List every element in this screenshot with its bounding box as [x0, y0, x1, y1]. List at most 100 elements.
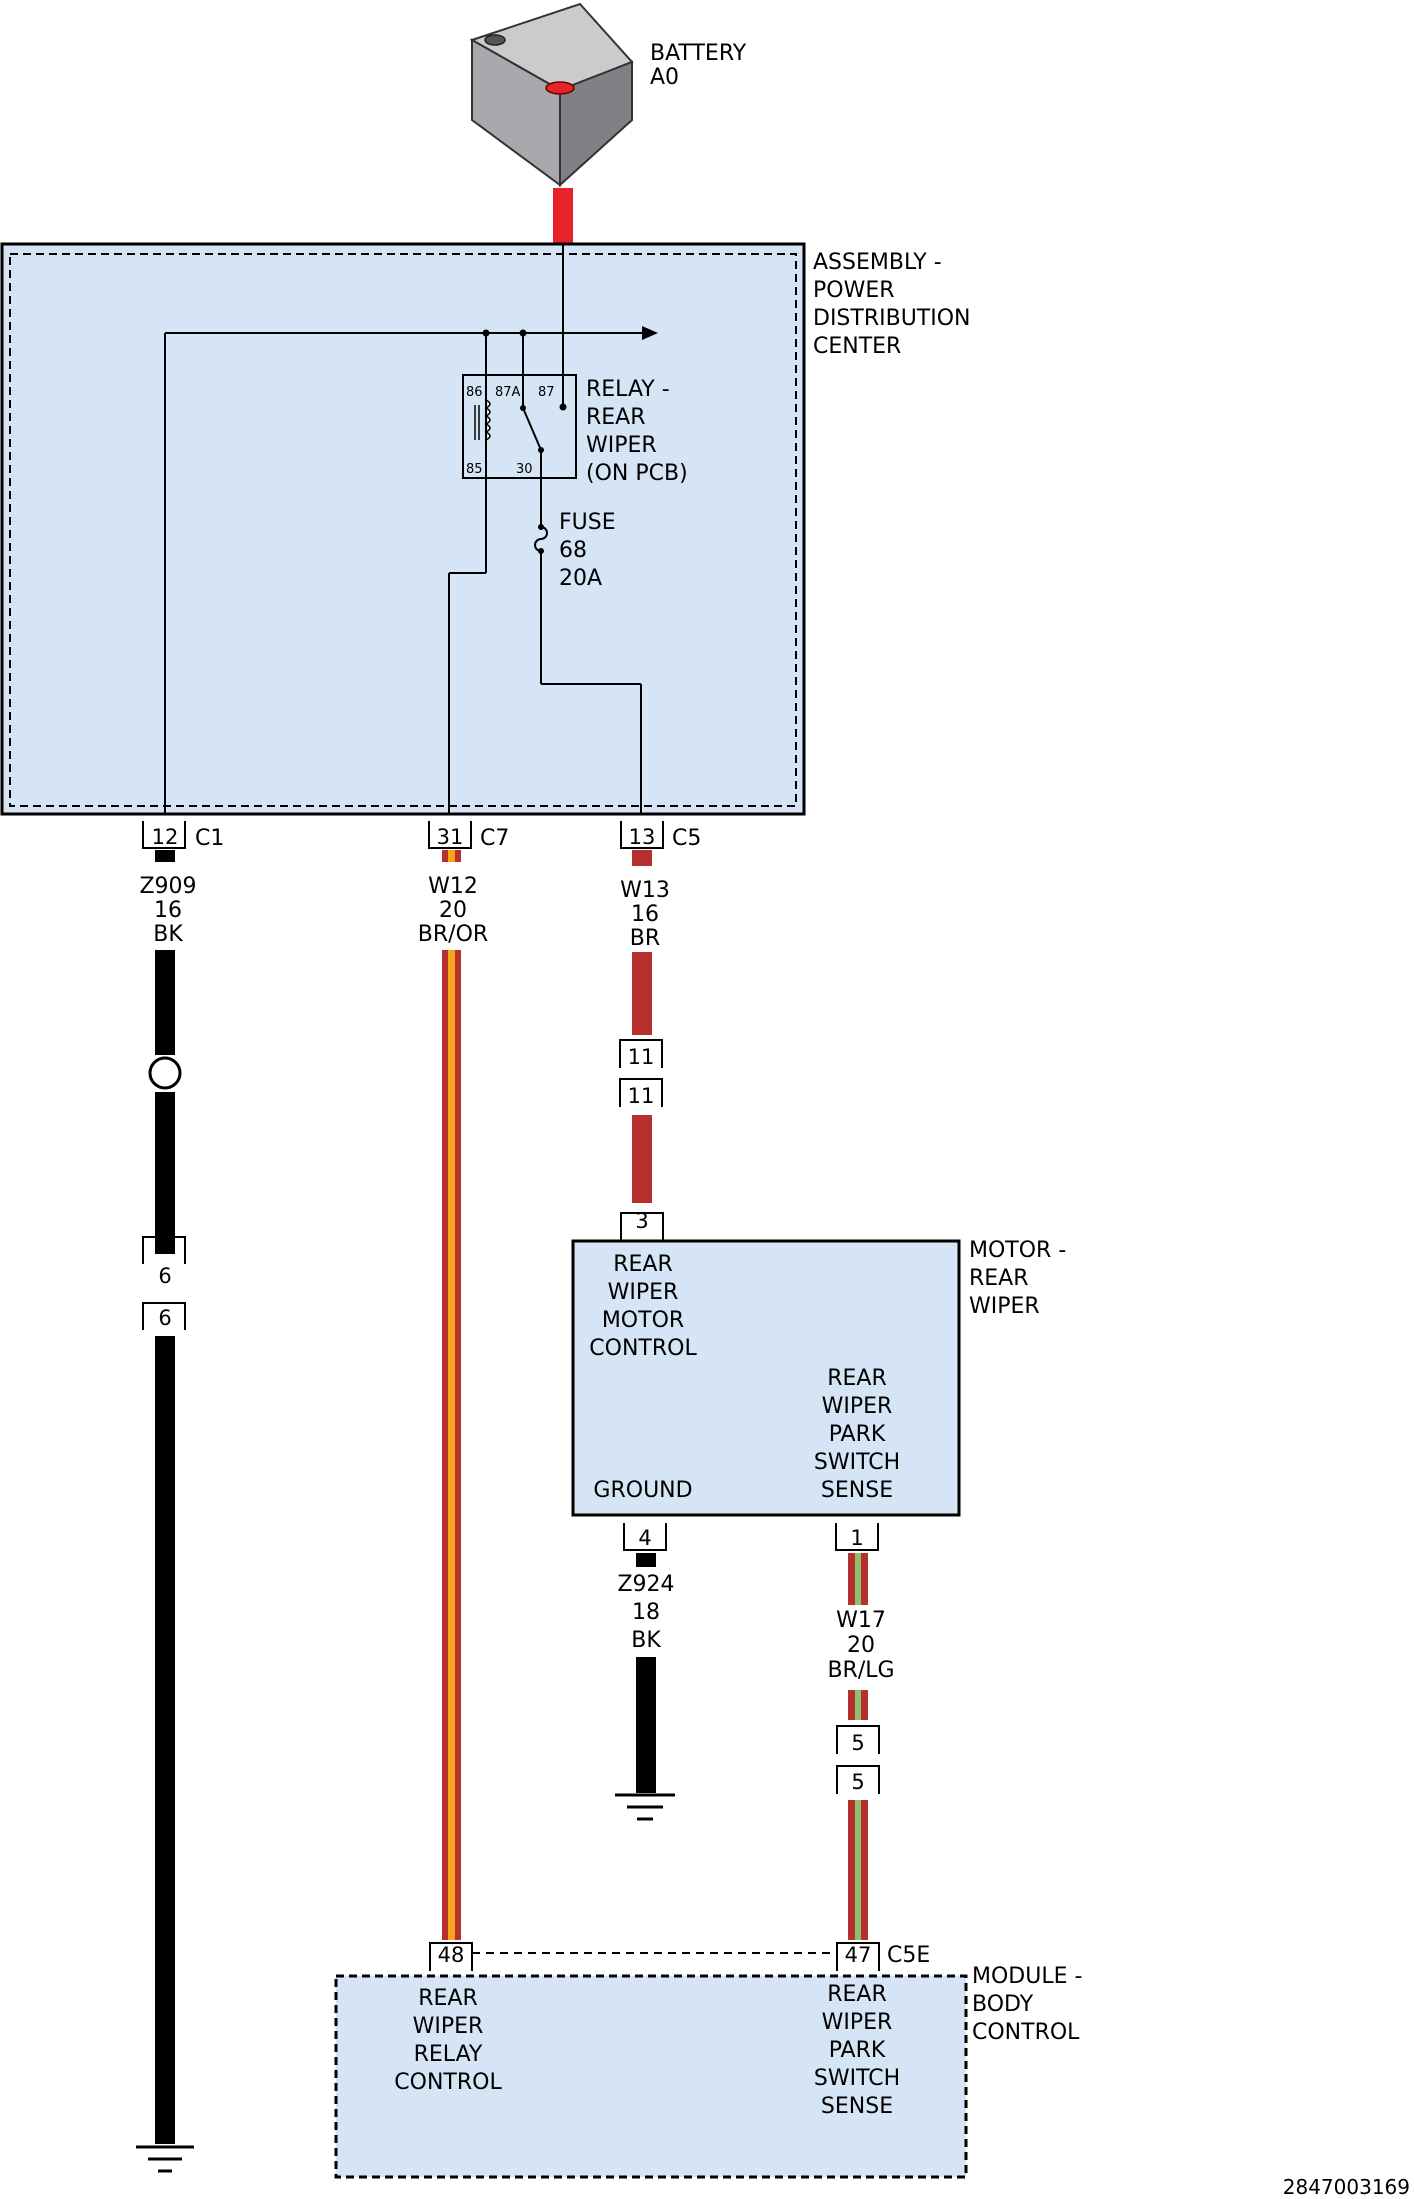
svg-text:C5: C5 — [672, 826, 701, 851]
wire-w13-label: W13 16 BR — [620, 878, 670, 951]
wire-z909-label: Z909 16 BK — [139, 874, 196, 947]
connector-c5: 13 C5 — [620, 821, 701, 851]
wire-w17-label: W17 20 BR/LG — [827, 1608, 894, 1683]
bcm-pin-47: 47 C5E — [836, 1942, 930, 1971]
svg-text:C5E: C5E — [887, 1943, 930, 1968]
motor-label: MOTOR - REAR WIPER — [969, 1238, 1066, 1319]
svg-text:REAR: REAR — [613, 1252, 673, 1277]
svg-text:CONTROL: CONTROL — [394, 2070, 502, 2095]
relay-label: RELAY - REAR WIPER (ON PCB) — [586, 377, 688, 486]
bcm-park-function: REAR WIPER PARK SWITCH SENSE — [814, 1982, 900, 2119]
svg-text:SENSE: SENSE — [821, 1478, 893, 1503]
bcm-pin-48: 48 — [429, 1942, 473, 1971]
svg-text:CONTROL: CONTROL — [589, 1336, 697, 1361]
svg-text:5: 5 — [851, 1770, 864, 1794]
svg-text:WIPER: WIPER — [608, 1280, 679, 1305]
svg-text:Z924: Z924 — [617, 1572, 674, 1597]
svg-text:SWITCH: SWITCH — [814, 2066, 900, 2091]
svg-text:12: 12 — [152, 825, 179, 849]
svg-text:C7: C7 — [480, 826, 509, 851]
battery-feed-wire — [553, 188, 573, 244]
svg-text:18: 18 — [632, 1600, 660, 1625]
svg-text:ASSEMBLY -: ASSEMBLY - — [813, 250, 942, 275]
svg-text:REAR: REAR — [586, 405, 646, 430]
wire-w13 — [632, 850, 652, 1203]
svg-text:31: 31 — [437, 825, 464, 849]
svg-text:PARK: PARK — [829, 2038, 886, 2063]
wire-z909 — [155, 850, 175, 2144]
svg-text:WIPER: WIPER — [969, 1294, 1040, 1319]
figure-id: 2847003169 — [1283, 2175, 1410, 2199]
battery-icon — [469, 2, 634, 188]
battery-name: BATTERY — [650, 41, 747, 66]
pdc-inner-border — [9, 253, 797, 807]
splice-circle — [148, 1056, 182, 1090]
motor-pin-1: 1 — [835, 1523, 879, 1551]
svg-text:WIPER: WIPER — [822, 2010, 893, 2035]
svg-text:BK: BK — [631, 1628, 661, 1653]
svg-text:W13: W13 — [620, 878, 670, 903]
inline-connector-5: 5 5 — [836, 1725, 880, 1794]
svg-text:REAR: REAR — [827, 1982, 887, 2007]
pdc-internal-wiring — [164, 244, 645, 814]
relay-pin-87a: 87A — [495, 385, 521, 400]
svg-text:REAR: REAR — [827, 1366, 887, 1391]
svg-text:(ON PCB): (ON PCB) — [586, 461, 688, 486]
relay-coil-icon — [474, 399, 491, 441]
svg-text:REAR: REAR — [969, 1266, 1029, 1291]
svg-text:SWITCH: SWITCH — [814, 1450, 900, 1475]
svg-text:68: 68 — [559, 538, 587, 563]
motor-box — [571, 1239, 961, 1517]
svg-text:47: 47 — [845, 1943, 872, 1967]
motor-pin-3: 3 — [620, 1209, 664, 1241]
splice-dots — [482, 329, 567, 554]
svg-text:RELAY -: RELAY - — [586, 377, 670, 402]
svg-text:11: 11 — [628, 1084, 655, 1108]
pdc-label: ASSEMBLY - POWER DISTRIBUTION CENTER — [813, 250, 971, 359]
svg-text:MOTOR: MOTOR — [602, 1308, 684, 1333]
svg-text:PARK: PARK — [829, 1422, 886, 1447]
wire-w12 — [442, 850, 461, 1940]
inline-connector-11: 11 11 — [619, 1039, 663, 1108]
bcm-label: MODULE - BODY CONTROL — [972, 1964, 1082, 2045]
motor-park-function: REAR WIPER PARK SWITCH SENSE — [814, 1366, 900, 1503]
svg-text:WIPER: WIPER — [586, 433, 657, 458]
svg-text:6: 6 — [158, 1306, 171, 1330]
wire-w12-label: W12 20 BR/OR — [418, 874, 488, 947]
motor-control-function: REAR WIPER MOTOR CONTROL — [589, 1252, 697, 1361]
wire-w17 — [848, 1553, 868, 1940]
svg-text:DISTRIBUTION: DISTRIBUTION — [813, 306, 971, 331]
svg-text:POWER: POWER — [813, 278, 895, 303]
svg-text:MODULE -: MODULE - — [972, 1964, 1082, 1989]
bcm-relay-function: REAR WIPER RELAY CONTROL — [394, 1986, 502, 2095]
wire-z924 — [636, 1553, 656, 1793]
svg-text:BR/LG: BR/LG — [827, 1658, 894, 1683]
svg-text:5: 5 — [851, 1731, 864, 1755]
svg-text:WIPER: WIPER — [822, 1394, 893, 1419]
svg-text:FUSE: FUSE — [559, 510, 616, 535]
svg-text:1: 1 — [850, 1526, 863, 1550]
svg-text:13: 13 — [629, 825, 656, 849]
wire-z924-label: Z924 18 BK — [617, 1572, 674, 1653]
relay-pin-87: 87 — [538, 385, 555, 400]
svg-text:3: 3 — [635, 1209, 648, 1233]
svg-text:W17: W17 — [836, 1608, 886, 1633]
svg-text:W12: W12 — [428, 874, 478, 899]
svg-text:WIPER: WIPER — [413, 2014, 484, 2039]
battery-id: A0 — [650, 65, 679, 90]
svg-text:C1: C1 — [195, 826, 224, 851]
svg-text:CONTROL: CONTROL — [972, 2020, 1080, 2045]
svg-text:6: 6 — [158, 1264, 171, 1288]
svg-text:20: 20 — [847, 1633, 875, 1658]
motor-pin-4: 4 — [623, 1523, 667, 1551]
svg-text:RELAY: RELAY — [414, 2042, 483, 2067]
relay-pin-85: 85 — [466, 462, 483, 477]
svg-text:SENSE: SENSE — [821, 2094, 893, 2119]
svg-text:REAR: REAR — [418, 1986, 478, 2011]
svg-text:4: 4 — [638, 1526, 651, 1550]
ground-icon — [615, 1793, 675, 1821]
svg-text:BR: BR — [630, 926, 660, 951]
relay-box — [462, 374, 577, 479]
relay-pin-30: 30 — [516, 462, 533, 477]
